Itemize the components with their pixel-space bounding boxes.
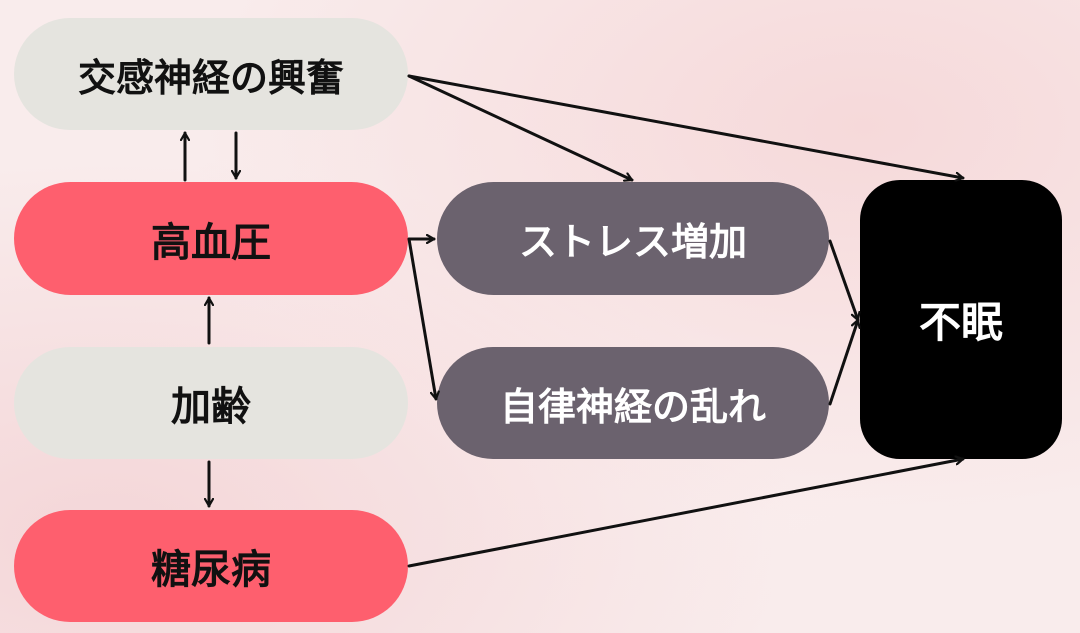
arrow-sympathetic-to-insomnia xyxy=(407,74,965,178)
node-label: 高血圧 xyxy=(151,219,271,266)
node-label: ストレス増加 xyxy=(518,220,747,264)
node-autonomic-disorder: 自律神経の乱れ xyxy=(437,347,829,459)
node-diabetes: 糖尿病 xyxy=(14,510,408,622)
node-insomnia: 不眠 xyxy=(860,180,1062,459)
node-sympathetic-excitation: 交感神経の興奮 xyxy=(14,18,408,130)
arrow-autonomic-to-insomnia xyxy=(828,318,858,406)
node-label: 糖尿病 xyxy=(151,547,271,593)
arrow-hypertension-to-autonomic xyxy=(407,237,436,401)
arrow-sympathetic-to-stress xyxy=(407,74,634,180)
node-stress-increase: ストレス増加 xyxy=(437,182,829,295)
node-label: 加齢 xyxy=(171,384,251,430)
node-aging: 加齢 xyxy=(14,347,408,459)
node-label: 不眠 xyxy=(918,298,1003,347)
arrow-diabetes-to-insomnia xyxy=(407,459,965,568)
node-label: 交感神経の興奮 xyxy=(77,55,344,100)
node-hypertension: 高血圧 xyxy=(14,182,408,295)
arrow-stress-to-insomnia xyxy=(828,239,858,322)
node-label: 自律神経の乱れ xyxy=(499,384,766,429)
